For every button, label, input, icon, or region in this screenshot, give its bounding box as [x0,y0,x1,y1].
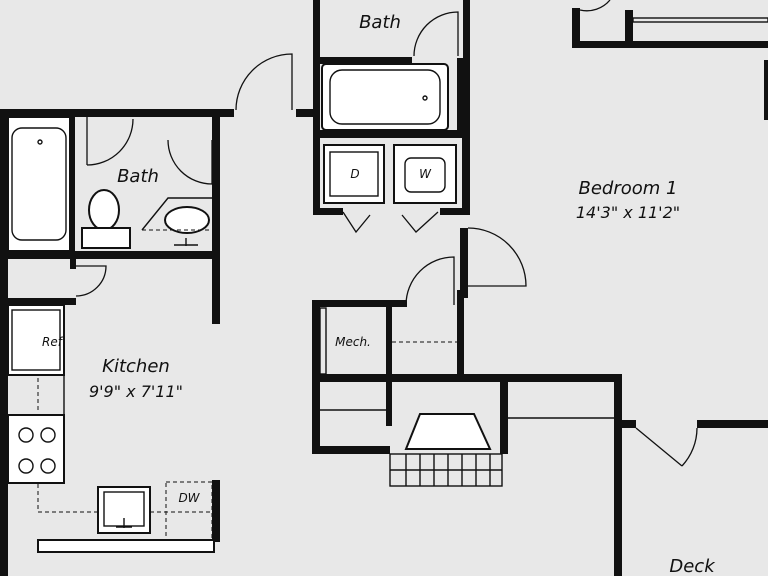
label-kitchen-dims: 9'9" x 7'11" [89,382,183,401]
label-bath-left: Bath [117,166,159,187]
dryer [323,144,385,204]
kitchen-sink [97,486,151,534]
fireplace [389,413,503,487]
kitchen-counter [8,374,215,553]
label-bedroom: Bedroom 1 [579,178,678,199]
bath-vanity [141,197,212,246]
dishwasher [165,481,213,541]
toilet [81,189,131,249]
bathtub-upper [321,63,449,131]
label-bath-upper: Bath [359,12,401,33]
label-washer: W [419,167,432,181]
room-labels: Bath Bath Bedroom 1 14'3" x 11'2" Kitche… [42,12,716,576]
fixtures [7,63,614,553]
doors [75,0,698,467]
label-kitchen: Kitchen [102,356,170,377]
refrigerator [7,304,65,376]
stove [7,414,65,484]
label-refrigerator: Ref [42,335,64,349]
label-deck: Deck [669,556,716,576]
label-dishwasher: DW [178,491,200,505]
label-mech: Mech. [335,335,371,349]
bathtub-left [7,116,71,252]
washer [393,144,457,204]
label-dryer: D [350,167,359,181]
label-bedroom-dims: 14'3" x 11'2" [576,203,680,222]
